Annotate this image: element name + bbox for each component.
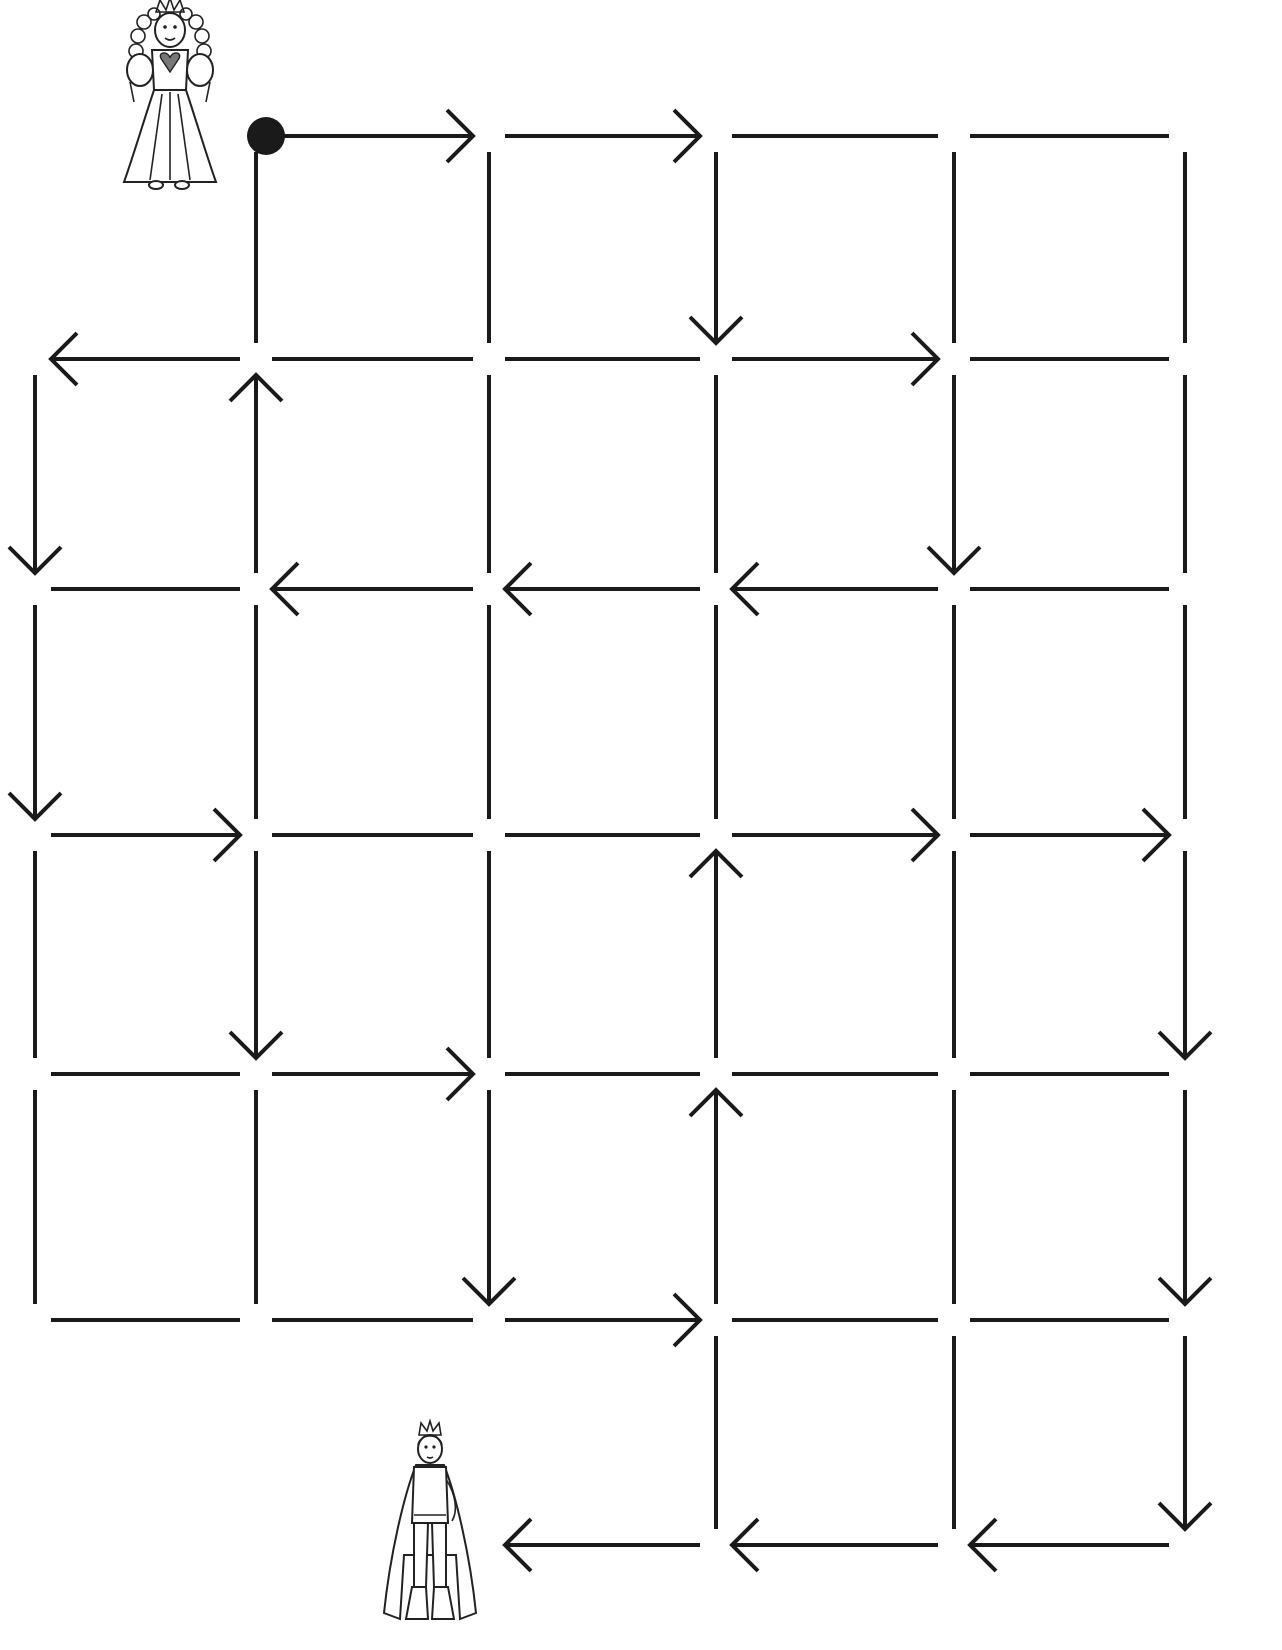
prince-icon bbox=[384, 1421, 476, 1619]
maze-paths bbox=[9, 110, 1211, 1571]
princess-icon bbox=[124, 0, 216, 189]
start-marker bbox=[247, 117, 285, 155]
